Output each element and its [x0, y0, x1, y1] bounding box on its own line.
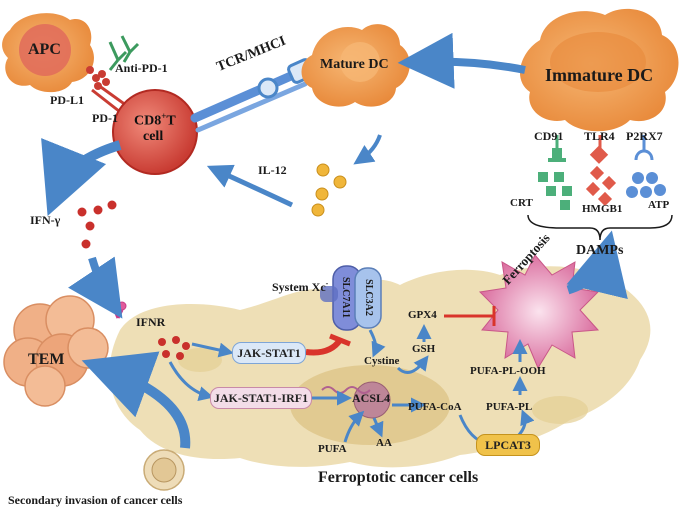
invading-cancer-cell	[143, 449, 185, 491]
p2rx7-label: P2RX7	[626, 129, 663, 143]
arrow-tem-invasion	[81, 351, 191, 449]
pd-l1-label: PD-L1	[50, 93, 84, 107]
cancer-cells-caption: Ferroptotic cancer cells	[318, 469, 479, 486]
cd8-label: CD8+T	[134, 111, 176, 129]
slc7a11-label: SLC7A11	[340, 276, 352, 319]
damps-bracket	[527, 214, 673, 241]
tcr-mhc-bridge-icon	[190, 58, 315, 133]
ifnr-receptor-icon	[108, 297, 127, 319]
acsl4-enzyme-icon	[321, 381, 391, 419]
apc-label: APC	[28, 41, 61, 58]
cd91-label: CD91	[534, 129, 564, 143]
il12-molecules-icon	[311, 163, 347, 217]
inhibit-jakstat1-slc	[305, 338, 343, 356]
immature-dc-label: Immature DC	[545, 65, 654, 85]
pufa-coa-label: PUFA-CoA	[408, 401, 462, 413]
gsh-label: GSH	[412, 343, 436, 355]
ifn-bound-molecules-icon	[158, 336, 190, 360]
cell-spot	[178, 348, 222, 372]
arrow-ifn-to-ifnr	[68, 256, 123, 319]
arrow-immature-to-mature-dc	[397, 32, 526, 89]
system-xc-transporter-icon	[320, 265, 382, 331]
pufa-label: PUFA	[318, 443, 347, 455]
secondary-invasion-caption: Secondary invasion of cancer cells	[8, 493, 183, 507]
tem-label: TEM	[28, 351, 65, 368]
ifn-gamma-label: IFN-γ	[30, 213, 61, 227]
gpx4-label: GPX4	[408, 309, 437, 321]
il12-label: IL-12	[258, 163, 287, 177]
cystine-label: Cystine	[364, 355, 400, 367]
ifnr-label: IFNR	[136, 315, 166, 329]
pufa-pl-ooh-label: PUFA-PL-OOH	[470, 365, 546, 377]
slc3a2-label: SLC3A2	[362, 279, 374, 316]
cell-spot	[532, 396, 588, 424]
arrow-ifnr-to-jakstat1-irf1	[168, 361, 214, 401]
mature-dc-label: Mature DC	[320, 57, 389, 72]
immature-dc-nucleus	[550, 32, 646, 92]
ifn-gamma-molecules-icon	[77, 200, 117, 249]
apc-nucleus	[19, 24, 71, 76]
pufa-pl-label: PUFA-PL	[486, 401, 533, 413]
cd8-cell-label: cell	[143, 129, 164, 144]
damps-label: DAMPs	[576, 243, 624, 258]
arrow-slc-to-cystine	[368, 329, 386, 358]
aa-label: AA	[376, 437, 392, 449]
acsl4-label: ACSL4	[352, 391, 391, 405]
anti-pd1-label: Anti-PD-1	[115, 61, 168, 75]
anti-pd1-antibody-icon	[108, 35, 140, 71]
lpcat3-box: LPCAT3	[476, 434, 540, 456]
p2rx7-receptor-icon	[634, 149, 654, 161]
arrow-acsl4-to-aa	[369, 417, 384, 438]
mature-dc-nucleus	[340, 42, 380, 82]
arrow-ferroptosis-to-damps	[566, 230, 628, 300]
jak-stat1-box: JAK-STAT1	[232, 342, 306, 364]
atp-molecules-icon	[626, 172, 666, 198]
atp-label: ATP	[648, 199, 670, 211]
arrow-cystine-to-gsh	[396, 355, 429, 374]
arrow-mature-dc-to-il12	[353, 134, 382, 165]
hmgb1-molecules-icon	[585, 165, 617, 207]
cd91-receptor-icon	[548, 148, 566, 162]
tlr4-label: TLR4	[584, 129, 615, 143]
jak-stat1-irf1-box: JAK-STAT1-IRF1	[210, 387, 312, 409]
arrow-pufa-to-acsl4	[343, 410, 365, 443]
crt-molecules-icon	[538, 172, 572, 210]
arrow-ifnr-to-jakstat1	[191, 342, 234, 358]
arrow-cd8-to-ifn	[41, 137, 122, 216]
tlr4-receptor-icon	[589, 145, 609, 164]
arrow-il12-to-cd8	[206, 164, 294, 208]
crt-label: CRT	[510, 197, 533, 209]
pd-l1-pd1-interaction-icon	[86, 66, 110, 90]
pd-1-label: PD-1	[92, 111, 118, 125]
hmgb1-label: HMGB1	[582, 203, 623, 215]
system-xc-label: System Xc-	[272, 279, 329, 294]
